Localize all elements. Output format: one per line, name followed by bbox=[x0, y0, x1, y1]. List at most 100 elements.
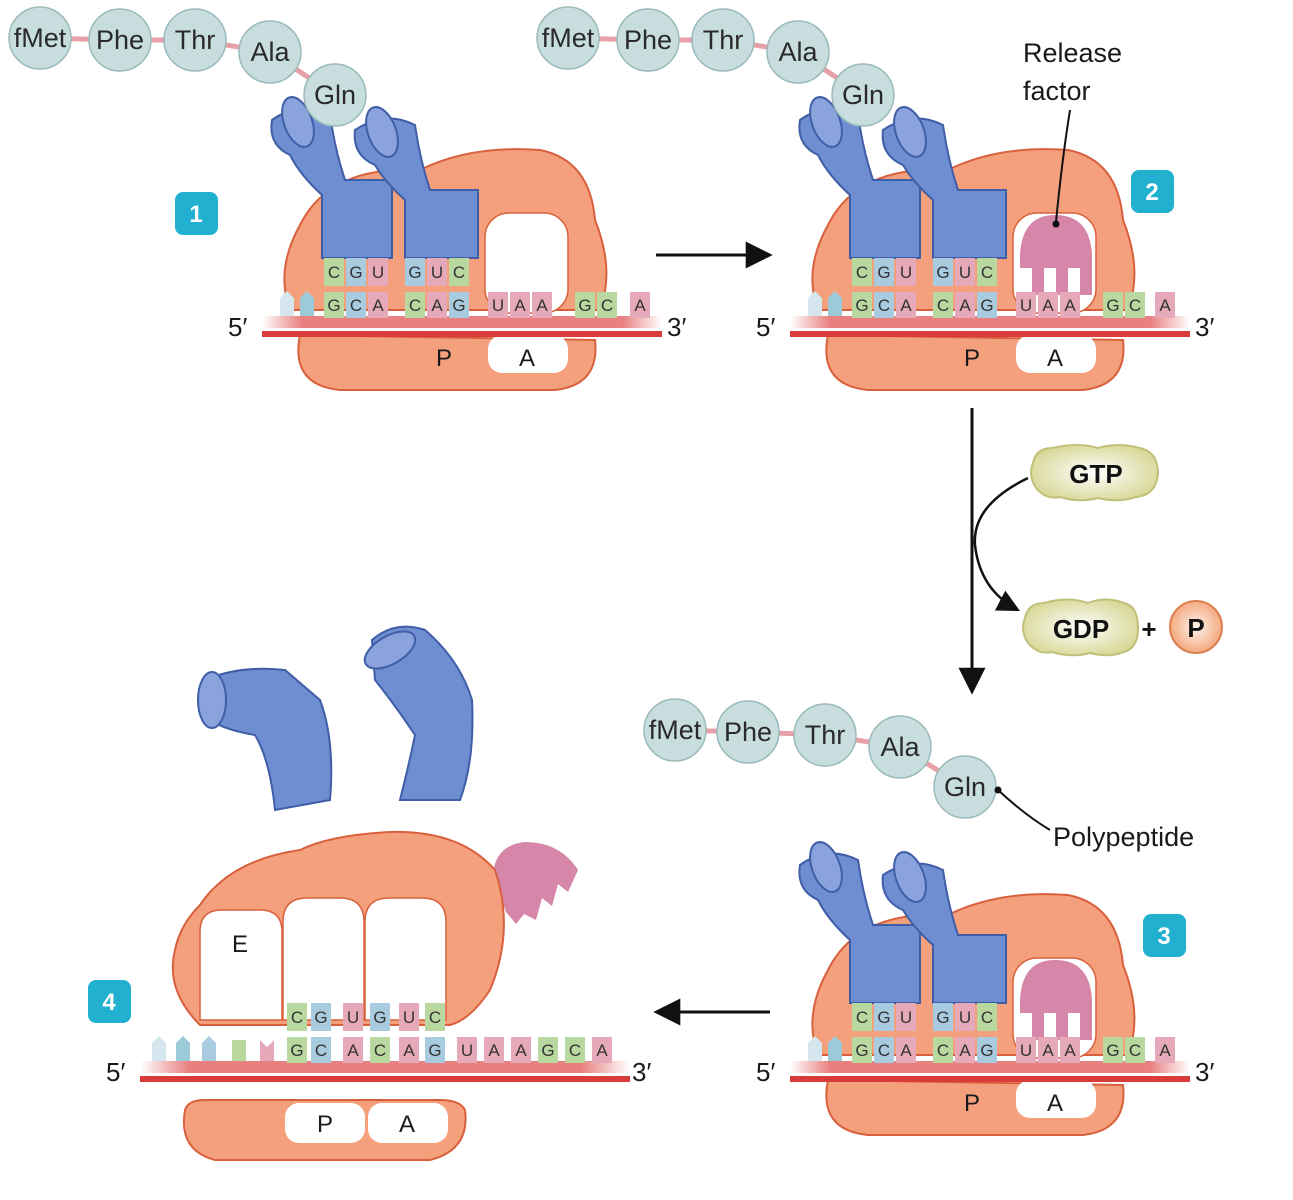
five-prime-label: 5′ bbox=[106, 1057, 125, 1087]
svg-text:G: G bbox=[1106, 1041, 1119, 1060]
svg-text:A: A bbox=[1159, 1041, 1171, 1060]
anticodons-3: C G U G U C bbox=[852, 1003, 997, 1031]
five-prime-label: 5′ bbox=[756, 312, 775, 342]
svg-text:G: G bbox=[290, 1041, 303, 1060]
gtp-molecule: GTP bbox=[1030, 444, 1160, 502]
released-trna-2 bbox=[363, 625, 474, 801]
svg-text:G: G bbox=[314, 1008, 327, 1027]
svg-text:fMet: fMet bbox=[14, 23, 67, 53]
three-prime-label: 3′ bbox=[1195, 1057, 1214, 1087]
svg-text:fMet: fMet bbox=[649, 715, 702, 745]
step-badge-1: 1 bbox=[175, 192, 218, 235]
mrna-4: G C A C A G U A A G C A bbox=[140, 1036, 630, 1082]
svg-text:Gln: Gln bbox=[314, 80, 356, 110]
step-badge-3: 3 bbox=[1143, 914, 1186, 957]
amino-acid: Ala bbox=[238, 20, 302, 84]
peptide-chain: fMet Phe Thr Ala Gln bbox=[8, 6, 367, 127]
svg-text:G: G bbox=[408, 263, 421, 282]
svg-text:A: A bbox=[959, 1041, 971, 1060]
amino-acid: fMet bbox=[536, 6, 600, 70]
a-site-label-window bbox=[1016, 335, 1096, 373]
svg-text:C: C bbox=[856, 1008, 868, 1027]
trna-1 bbox=[798, 841, 921, 1004]
ribosome-sites-window bbox=[199, 897, 447, 1021]
amino-acid: Phe bbox=[616, 8, 680, 72]
svg-text:G: G bbox=[855, 296, 868, 315]
svg-text:C: C bbox=[1129, 296, 1141, 315]
svg-text:C: C bbox=[374, 1041, 386, 1060]
svg-text:A: A bbox=[536, 296, 548, 315]
svg-text:Gln: Gln bbox=[944, 772, 986, 802]
five-prime-label: 5′ bbox=[228, 312, 247, 342]
amino-acid: Thr bbox=[163, 8, 227, 72]
svg-text:Thr: Thr bbox=[805, 720, 846, 750]
panel-1: fMet Phe Thr Ala Gln C G U G U C G C A C… bbox=[8, 6, 686, 391]
gtp-hydrolysis: GTP GDP + P bbox=[958, 408, 1223, 695]
svg-text:A: A bbox=[431, 296, 443, 315]
svg-text:G: G bbox=[452, 296, 465, 315]
svg-text:Ala: Ala bbox=[880, 732, 920, 762]
gtp-curve-arrow bbox=[973, 476, 1029, 612]
a-site-label: A bbox=[1047, 1090, 1063, 1117]
svg-text:Phe: Phe bbox=[724, 717, 772, 747]
trna-2 bbox=[353, 106, 479, 259]
svg-text:U: U bbox=[403, 1008, 415, 1027]
svg-text:Thr: Thr bbox=[703, 25, 744, 55]
svg-text:U: U bbox=[1020, 296, 1032, 315]
svg-text:C: C bbox=[601, 296, 613, 315]
svg-text:G: G bbox=[541, 1041, 554, 1060]
p-site-label: P bbox=[317, 1111, 333, 1138]
e-site-label: E bbox=[232, 931, 248, 958]
mrna-3: G C A C A G U A A G C A bbox=[790, 1036, 1190, 1082]
svg-text:A: A bbox=[514, 296, 526, 315]
svg-text:G: G bbox=[980, 1041, 993, 1060]
a-site-label: A bbox=[399, 1111, 415, 1138]
svg-text:C: C bbox=[350, 296, 362, 315]
mrna-1: G C A C A G U A A G C A bbox=[262, 291, 662, 337]
svg-text:A: A bbox=[1064, 1041, 1076, 1060]
svg-text:C: C bbox=[409, 296, 421, 315]
svg-text:A: A bbox=[1064, 296, 1076, 315]
svg-text:C: C bbox=[328, 263, 340, 282]
svg-text:Thr: Thr bbox=[175, 25, 216, 55]
released-release-factor bbox=[493, 842, 578, 924]
five-prime-label: 5′ bbox=[756, 1057, 775, 1087]
p-site-label: P bbox=[964, 345, 980, 372]
svg-text:1: 1 bbox=[189, 201, 202, 228]
released-trna-1 bbox=[197, 667, 333, 812]
p-site-window bbox=[285, 1103, 365, 1143]
svg-text:C: C bbox=[315, 1041, 327, 1060]
a-site-label-window bbox=[488, 335, 568, 373]
svg-text:A: A bbox=[488, 1041, 500, 1060]
svg-text:GTP: GTP bbox=[1069, 459, 1122, 489]
svg-text:G: G bbox=[936, 1008, 949, 1027]
a-site-window bbox=[368, 1103, 448, 1143]
svg-text:A: A bbox=[1042, 1041, 1054, 1060]
anticodons-2: C G U G U C bbox=[852, 258, 997, 286]
a-site-label: A bbox=[519, 345, 535, 372]
mrna-2: G C A C A G U A A G C A bbox=[790, 291, 1190, 337]
amino-acid: Ala bbox=[766, 20, 830, 84]
trna-2 bbox=[881, 851, 1007, 1004]
svg-text:C: C bbox=[1129, 1041, 1141, 1060]
svg-text:A: A bbox=[900, 296, 912, 315]
svg-text:2: 2 bbox=[1145, 179, 1158, 206]
svg-text:A: A bbox=[515, 1041, 527, 1060]
svg-text:U: U bbox=[431, 263, 443, 282]
a-site-label: A bbox=[1047, 345, 1063, 372]
svg-text:A: A bbox=[1042, 296, 1054, 315]
amino-acid: Phe bbox=[716, 700, 780, 764]
svg-text:C: C bbox=[937, 1041, 949, 1060]
svg-text:GDP: GDP bbox=[1053, 614, 1109, 644]
svg-text:A: A bbox=[634, 296, 646, 315]
svg-text:G: G bbox=[327, 296, 340, 315]
svg-text:G: G bbox=[855, 1041, 868, 1060]
svg-text:C: C bbox=[291, 1008, 303, 1027]
svg-text:A: A bbox=[596, 1041, 608, 1060]
svg-text:C: C bbox=[856, 263, 868, 282]
svg-text:U: U bbox=[900, 263, 912, 282]
three-prime-label: 3′ bbox=[667, 312, 686, 342]
svg-text:C: C bbox=[981, 263, 993, 282]
three-prime-label: 3′ bbox=[1195, 312, 1214, 342]
gdp-molecule: GDP bbox=[1022, 598, 1140, 657]
